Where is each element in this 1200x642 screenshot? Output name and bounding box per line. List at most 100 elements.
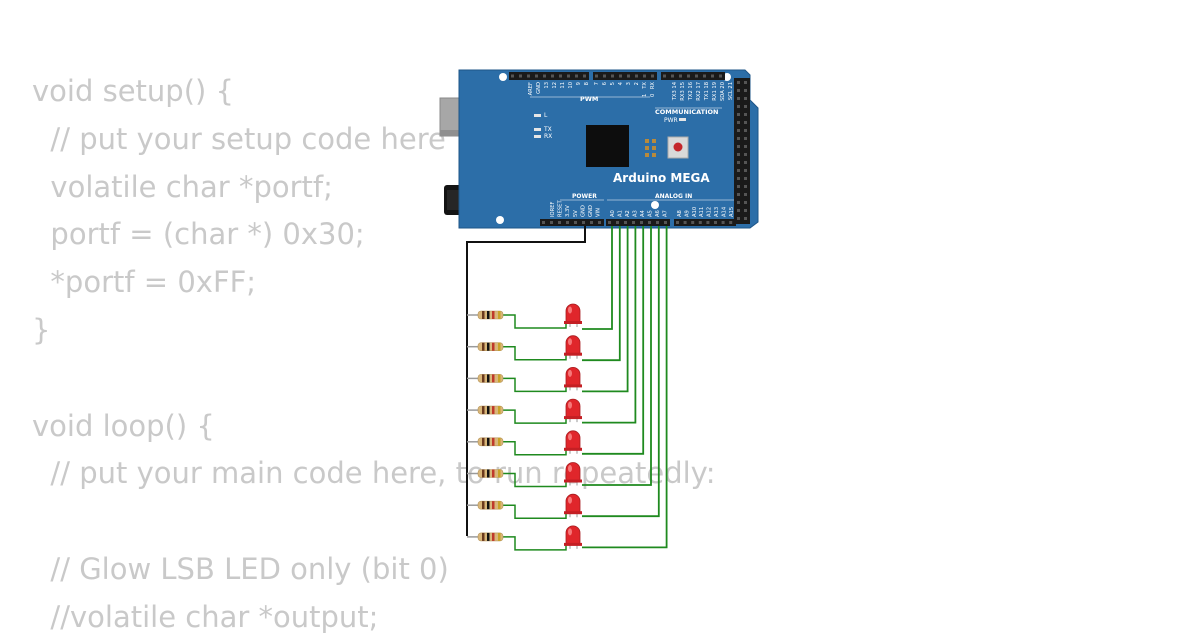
header-pin xyxy=(737,113,740,116)
mount-hole xyxy=(499,73,507,81)
header-pin xyxy=(590,221,593,224)
resistor xyxy=(477,469,504,478)
header-pin xyxy=(619,74,622,78)
mount-hole xyxy=(651,201,659,209)
header-pin xyxy=(737,121,740,124)
pin-label: TX3 14 xyxy=(672,81,678,101)
pin-label: TX2 16 xyxy=(688,82,694,101)
led xyxy=(564,462,582,486)
pin-label: 2 xyxy=(634,82,640,85)
header-pin xyxy=(744,201,747,204)
pin-label: GND xyxy=(588,205,594,217)
pin-label: TX xyxy=(642,82,648,90)
header-pin xyxy=(624,221,627,224)
header-pin xyxy=(744,81,747,84)
header-pin xyxy=(744,169,747,172)
header-pin xyxy=(558,221,561,224)
pin-label: 1 xyxy=(642,94,648,97)
header-pin xyxy=(737,97,740,100)
header-pin xyxy=(737,81,740,84)
resistor-led-wire xyxy=(503,314,567,329)
led-rx-indicator xyxy=(534,135,541,138)
pin-label: IOREF xyxy=(550,202,556,217)
pin-label: SCL 21 xyxy=(728,82,734,100)
header-pin xyxy=(567,74,570,78)
header-pin xyxy=(714,221,717,224)
board-name: Arduino MEGA xyxy=(613,171,710,185)
led-tx-indicator xyxy=(534,128,541,131)
code-line: volatile char *portf; xyxy=(32,169,333,204)
header-pin xyxy=(527,74,530,78)
header-pin xyxy=(679,74,682,78)
header-pin xyxy=(640,221,643,224)
signal-wire xyxy=(582,226,660,518)
pin-label: A11 xyxy=(699,207,705,217)
code-line: portf = (char *) 0x30; xyxy=(32,217,365,252)
header-pin xyxy=(627,74,630,78)
pin-label: A9 xyxy=(684,210,690,217)
header-pin xyxy=(737,129,740,132)
resistor xyxy=(477,532,504,542)
header-pin xyxy=(611,74,614,78)
header-pin xyxy=(635,74,638,78)
header-pin xyxy=(616,221,619,224)
header-pin xyxy=(643,74,646,78)
pin-label: A4 xyxy=(640,209,646,217)
header-pin xyxy=(598,221,601,224)
pin-label: A10 xyxy=(692,207,698,217)
header-pin xyxy=(737,153,740,156)
header-pin xyxy=(737,177,740,180)
gnd-wire xyxy=(466,226,586,536)
header-pin xyxy=(737,193,740,196)
code-line: //volatile char *output; xyxy=(32,599,379,634)
header-pin xyxy=(595,74,598,78)
header-pin xyxy=(737,89,740,92)
pin-label: A12 xyxy=(707,207,713,217)
pin-label: A8 xyxy=(677,210,683,217)
header-pin xyxy=(744,177,747,180)
analog-header-a xyxy=(606,219,670,226)
header-pin xyxy=(711,74,714,78)
pin-label: A0 xyxy=(610,210,616,217)
led-l-label: L xyxy=(544,112,548,119)
resistor xyxy=(477,405,504,415)
header-pin xyxy=(550,221,553,224)
pin-label: AREF xyxy=(528,82,534,95)
header-pin xyxy=(737,137,740,140)
resistor xyxy=(477,437,504,447)
pin-label: 0 xyxy=(650,94,656,97)
code-editor: void setup() { // put your setup code he… xyxy=(32,68,716,642)
signal-wire xyxy=(582,226,668,549)
pin-label: A5 xyxy=(648,210,654,217)
header-pin xyxy=(574,221,577,224)
pwm-label: PWM xyxy=(580,95,598,103)
pin-label: 10 xyxy=(568,82,574,89)
header-pin xyxy=(744,161,747,164)
header-pin xyxy=(535,74,538,78)
header-pin xyxy=(603,74,606,78)
header-pin xyxy=(721,221,725,224)
led xyxy=(564,398,582,423)
header-pin xyxy=(744,185,747,188)
resistor xyxy=(477,342,504,352)
led xyxy=(564,525,582,549)
reset-button-cap[interactable] xyxy=(673,142,683,152)
led-array xyxy=(564,303,582,549)
analog-header-b xyxy=(674,219,736,226)
pin-label: GND xyxy=(580,205,586,217)
mount-hole xyxy=(496,216,504,224)
header-pin xyxy=(729,221,733,224)
header-pin xyxy=(511,74,514,78)
signal-wire xyxy=(582,226,613,330)
header-pin xyxy=(744,113,747,116)
header-pin xyxy=(582,221,585,224)
resistor xyxy=(477,500,504,510)
header-pin xyxy=(737,105,740,108)
header-pin xyxy=(575,74,578,78)
pin-label: RESET xyxy=(558,200,564,217)
power-header xyxy=(540,219,604,226)
microcontroller-chip xyxy=(586,125,629,167)
signal-wire xyxy=(582,226,645,455)
header-pin xyxy=(744,105,747,108)
rx-label: RX xyxy=(544,133,552,140)
